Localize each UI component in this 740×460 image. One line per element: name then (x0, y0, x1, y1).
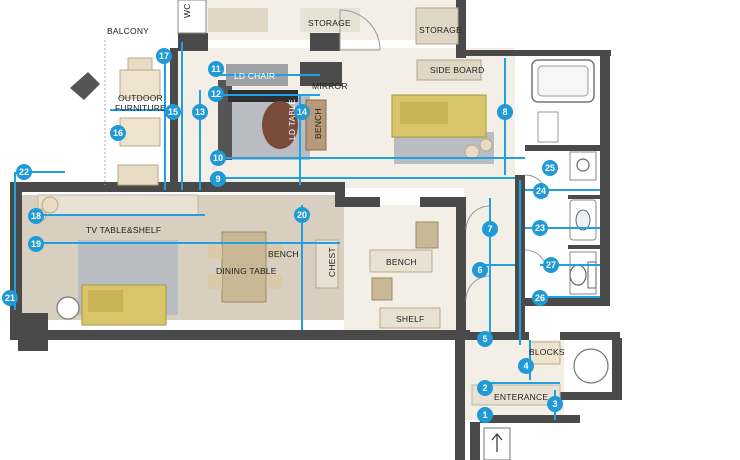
view-marker-14: 14 (294, 104, 310, 120)
label-bench-dining: BENCH (268, 249, 299, 259)
label-ld-chair: LD CHAIR (234, 71, 275, 81)
view-marker-16: 16 (110, 125, 126, 141)
label-furniture: FURNITURE (115, 103, 166, 113)
label-shelf: SHELF (396, 314, 424, 324)
svg-text:12: 12 (211, 89, 221, 99)
label-storage-right: STORAGE (419, 25, 462, 35)
label-chest: CHEST (327, 247, 337, 277)
svg-text:16: 16 (113, 128, 123, 138)
svg-text:13: 13 (195, 107, 205, 117)
svg-text:15: 15 (168, 107, 178, 117)
top-storage (177, 0, 459, 51)
view-marker-12: 12 (208, 86, 224, 102)
label-dining-table: DINING TABLE (216, 266, 277, 276)
view-marker-17: 17 (156, 48, 172, 64)
view-marker-26: 26 (532, 290, 548, 306)
view-marker-8: 8 (497, 104, 513, 120)
view-marker-9: 9 (210, 171, 226, 187)
ld-table (262, 101, 298, 149)
svg-text:9: 9 (215, 174, 220, 184)
view-marker-21: 21 (2, 290, 18, 306)
svg-text:25: 25 (545, 163, 555, 173)
view-marker-13: 13 (192, 104, 208, 120)
view-marker-4: 4 (518, 358, 534, 374)
center-furniture (369, 205, 491, 329)
view-marker-25: 25 (542, 160, 558, 176)
svg-text:19: 19 (31, 239, 41, 249)
svg-text:14: 14 (297, 107, 307, 117)
view-marker-24: 24 (533, 183, 549, 199)
label-mirror: MIRROR (312, 81, 348, 91)
svg-text:20: 20 (297, 210, 307, 220)
view-marker-23: 23 (532, 220, 548, 236)
view-marker-19: 19 (28, 236, 44, 252)
view-marker-2: 2 (477, 380, 493, 396)
view-marker-1: 1 (477, 407, 493, 423)
label-bench-room: BENCH (386, 257, 417, 267)
label-ld-table: LD TABLE (287, 99, 297, 140)
view-marker-5: 5 (477, 331, 493, 347)
view-marker-15: 15 (165, 104, 181, 120)
view-marker-18: 18 (28, 208, 44, 224)
label-balcony: BALCONY (107, 26, 149, 36)
svg-text:3: 3 (552, 399, 557, 409)
svg-text:10: 10 (213, 153, 223, 163)
svg-text:4: 4 (523, 361, 528, 371)
hall-floor (464, 175, 524, 335)
view-marker-20: 20 (294, 207, 310, 223)
svg-text:6: 6 (477, 265, 482, 275)
label-tv-table-shelf: TV TABLE&SHELF (86, 225, 161, 235)
svg-text:26: 26 (535, 293, 545, 303)
label-outdoor: OUTDOOR (118, 93, 163, 103)
svg-text:17: 17 (159, 51, 169, 61)
svg-text:8: 8 (502, 107, 507, 117)
view-marker-22: 22 (16, 164, 32, 180)
view-marker-3: 3 (547, 396, 563, 412)
svg-text:18: 18 (31, 211, 41, 221)
svg-text:22: 22 (19, 167, 29, 177)
view-marker-7: 7 (482, 221, 498, 237)
svg-text:5: 5 (482, 334, 487, 344)
room-labels: BALCONY OUTDOOR FURNITURE STORAGE STORAG… (86, 3, 565, 402)
svg-text:21: 21 (5, 293, 15, 303)
svg-text:27: 27 (546, 260, 556, 270)
bath (524, 59, 597, 295)
view-marker-6: 6 (472, 262, 488, 278)
svg-text:23: 23 (535, 223, 545, 233)
svg-text:7: 7 (487, 224, 492, 234)
label-entrance: ENTERANCE (494, 392, 548, 402)
label-bench-ld: BENCH (313, 108, 323, 139)
view-marker-10: 10 (210, 150, 226, 166)
entrance-furniture (471, 341, 609, 460)
svg-text:24: 24 (536, 186, 546, 196)
label-storage-top: STORAGE (308, 18, 351, 28)
view-marker-11: 11 (208, 61, 224, 77)
view-marker-27: 27 (543, 257, 559, 273)
label-blocks: BLOCKS (529, 347, 565, 357)
label-wc: WC (182, 3, 192, 18)
svg-text:1: 1 (482, 410, 487, 420)
svg-text:11: 11 (211, 64, 221, 74)
label-side-board: SIDE BOARD (430, 65, 484, 75)
balcony-furniture (70, 40, 161, 186)
svg-text:2: 2 (482, 383, 487, 393)
